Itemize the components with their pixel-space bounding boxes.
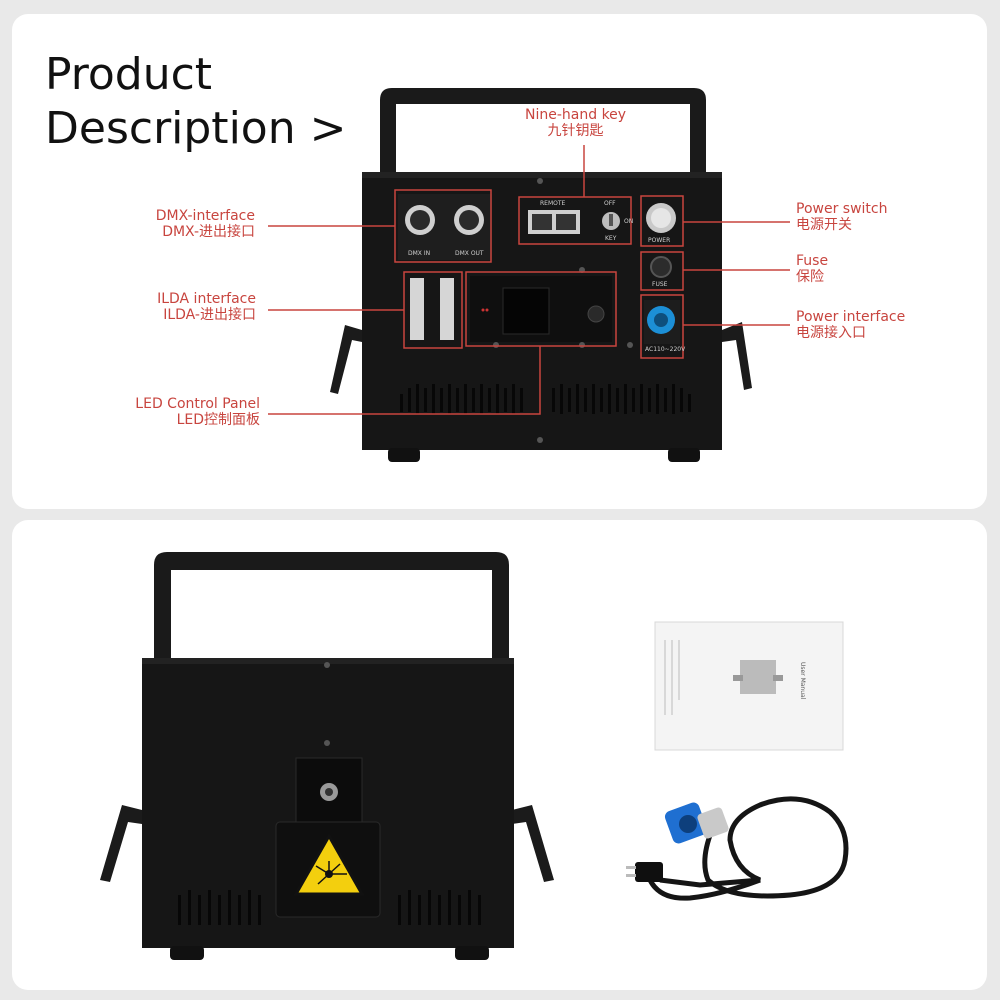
label-power-switch-en: Power switch (796, 201, 888, 217)
label-ilda: ILDA interface ILDA-进出接口 (135, 291, 256, 323)
page-title: Product Description > (45, 48, 346, 156)
dmx-out-text: DMX OUT (455, 250, 484, 257)
label-nine-hand-key-cn: 九针钥匙 (547, 123, 604, 139)
label-dmx: DMX-interface DMX-进出接口 (140, 208, 255, 240)
label-nine-hand-key-en: Nine-hand key (525, 107, 627, 123)
power-cable (626, 796, 849, 901)
label-power-interface-cn: 电源接入口 (796, 325, 866, 341)
label-power-switch: Power switch 电源开关 (796, 201, 887, 233)
dmx-in-text: DMX IN (408, 250, 431, 257)
label-ilda-en: ILDA interface (157, 291, 256, 307)
laser-projector-rear (330, 88, 752, 462)
off-text: OFF (604, 200, 616, 207)
user-manual (654, 621, 844, 751)
on-text: ON (624, 218, 634, 225)
label-fuse: Fuse 保险 (796, 253, 828, 285)
ac-text: AC110~220V (645, 346, 686, 353)
page-title-line1: Product (45, 49, 213, 100)
label-led-panel-en: LED Control Panel (135, 396, 260, 412)
label-led-panel: LED Control Panel LED控制面板 (120, 396, 260, 428)
label-fuse-cn: 保险 (796, 269, 824, 285)
callout-lines (268, 145, 790, 415)
power-text: POWER (648, 237, 671, 244)
label-power-interface: Power interface 电源接入口 (796, 309, 905, 341)
label-power-switch-cn: 电源开关 (796, 217, 852, 233)
laser-projector-front (100, 552, 554, 960)
page-title-line2: Description > (45, 103, 347, 154)
label-dmx-cn: DMX-进出接口 (162, 224, 255, 240)
label-led-panel-cn: LED控制面板 (176, 412, 260, 428)
label-fuse-en: Fuse (796, 253, 829, 269)
remote-text: REMOTE (540, 200, 566, 207)
fuse-text: FUSE (652, 281, 668, 288)
label-dmx-en: DMX-interface (155, 208, 255, 224)
manual-title: User Manual (799, 662, 806, 700)
label-nine-hand-key: Nine-hand key 九针钥匙 (525, 107, 626, 139)
label-power-interface-en: Power interface (796, 309, 906, 325)
label-ilda-cn: ILDA-进出接口 (163, 307, 256, 323)
key-text: KEY (605, 235, 617, 242)
